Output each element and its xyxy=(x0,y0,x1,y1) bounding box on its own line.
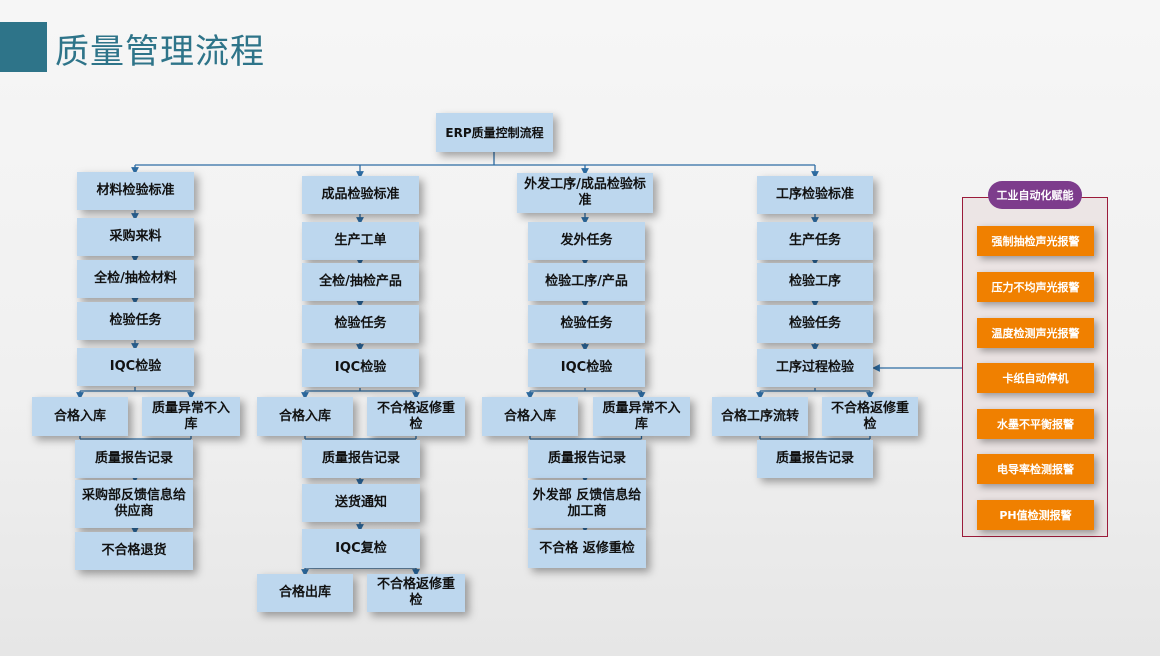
title-accent-block xyxy=(0,22,47,72)
automation-label: 工业自动化赋能 xyxy=(988,181,1082,209)
after-node[interactable]: 不合格退货 xyxy=(75,532,193,570)
after-node[interactable]: 不合格 返修重检 xyxy=(528,530,646,568)
step-node[interactable]: 生产任务 xyxy=(757,222,873,260)
pass-node[interactable]: 合格工序流转 xyxy=(712,397,808,436)
after-node[interactable]: 外发部 反馈信息给加工商 xyxy=(528,480,646,528)
pass-node[interactable]: 合格入库 xyxy=(482,397,578,436)
standard-node[interactable]: 材料检验标准 xyxy=(77,172,194,210)
step-node[interactable]: 检验工序 xyxy=(757,263,873,301)
standard-node[interactable]: 外发工序/成品检验标准 xyxy=(517,173,653,213)
step-node[interactable]: 全检/抽检产品 xyxy=(302,263,419,301)
standard-node[interactable]: 成品检验标准 xyxy=(302,176,419,214)
standard-node[interactable]: 工序检验标准 xyxy=(757,176,873,214)
step-node[interactable]: IQC检验 xyxy=(302,349,419,387)
pass-node[interactable]: 合格入库 xyxy=(32,397,128,436)
after-node[interactable]: 质量报告记录 xyxy=(528,440,646,478)
automation-alarm-item[interactable]: 强制抽检声光报警 xyxy=(977,226,1094,256)
step-node[interactable]: 全检/抽检材料 xyxy=(77,260,194,298)
pass-node[interactable]: 合格入库 xyxy=(257,397,353,436)
root-node[interactable]: ERP质量控制流程 xyxy=(436,113,553,152)
fail-node[interactable]: 质量异常不入库 xyxy=(593,397,690,436)
after-node[interactable]: 送货通知 xyxy=(302,484,420,522)
automation-alarm-item[interactable]: 温度检测声光报警 xyxy=(977,318,1094,348)
automation-alarm-item[interactable]: 卡纸自动停机 xyxy=(977,363,1094,393)
fail-node[interactable]: 不合格返修重检 xyxy=(367,397,465,436)
step-node[interactable]: 生产工单 xyxy=(302,222,419,260)
after-node[interactable]: 质量报告记录 xyxy=(302,440,420,478)
step-node[interactable]: 检验工序/产品 xyxy=(528,263,645,301)
after-node[interactable]: 质量报告记录 xyxy=(757,440,873,478)
after-node[interactable]: 采购部反馈信息给供应商 xyxy=(75,480,193,528)
automation-alarm-item[interactable]: 水墨不平衡报警 xyxy=(977,409,1094,439)
step-node[interactable]: 采购来料 xyxy=(77,218,194,256)
step-node[interactable]: 检验任务 xyxy=(77,302,194,340)
step-node[interactable]: 检验任务 xyxy=(528,305,645,343)
step-node[interactable]: IQC检验 xyxy=(528,349,645,387)
fail-node[interactable]: 质量异常不入库 xyxy=(142,397,240,436)
after-node[interactable]: IQC复检 xyxy=(302,529,420,568)
after-node[interactable]: 质量报告记录 xyxy=(75,440,193,478)
automation-alarm-item[interactable]: 电导率检测报警 xyxy=(977,454,1094,484)
automation-alarm-item[interactable]: 压力不均声光报警 xyxy=(977,272,1094,302)
automation-alarm-item[interactable]: PH值检测报警 xyxy=(977,500,1094,530)
fail-node[interactable]: 不合格返修重检 xyxy=(822,397,918,436)
page-title: 质量管理流程 xyxy=(55,32,265,72)
step-node[interactable]: IQC检验 xyxy=(77,348,194,386)
step-node[interactable]: 发外任务 xyxy=(528,222,645,260)
step-node[interactable]: 检验任务 xyxy=(302,305,419,343)
rework-node[interactable]: 不合格返修重检 xyxy=(367,574,465,612)
step-node[interactable]: 检验任务 xyxy=(757,305,873,343)
ship-node[interactable]: 合格出库 xyxy=(257,574,353,612)
step-node[interactable]: 工序过程检验 xyxy=(757,349,873,387)
